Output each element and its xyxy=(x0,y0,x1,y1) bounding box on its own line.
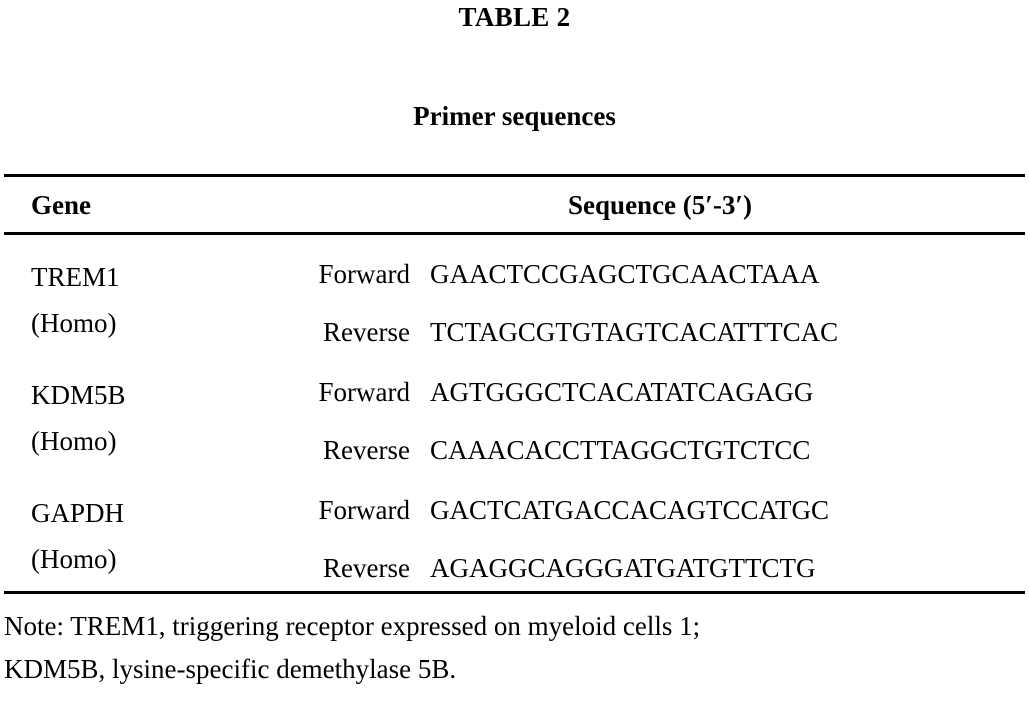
gene-organism: (Homo) xyxy=(31,544,117,574)
primer-sequence: AGAGGCAGGGATGATGTTCTG xyxy=(430,553,816,583)
table-caption: Primer sequences xyxy=(413,101,616,131)
primer-direction-label: Reverse xyxy=(323,317,410,347)
primer-direction-label: Forward xyxy=(318,495,410,525)
gene-symbol: GAPDH xyxy=(31,498,125,528)
gene-organism: (Homo) xyxy=(31,308,117,338)
column-header-gene: Gene xyxy=(31,190,91,220)
primer-row-reverse: Reverse AGAGGCAGGGATGATGTTCTG xyxy=(0,548,1029,594)
table-header-rule xyxy=(4,232,1025,235)
primer-direction-label: Reverse xyxy=(323,435,410,465)
gene-organism: (Homo) xyxy=(31,426,117,456)
primer-row-reverse: Reverse CAAACACCTTAGGCTGTCTCC xyxy=(0,430,1029,476)
primer-row-forward: Forward GAACTCCGAGCTGCAACTAAA xyxy=(0,254,1029,300)
primer-sequence: AGTGGGCTCACATATCAGAGG xyxy=(430,377,814,407)
table-row: TREM1 (Homo) Forward GAACTCCGAGCTGCAACTA… xyxy=(0,239,1029,357)
primer-row-forward: Forward GACTCATGACCACAGTCCATGC xyxy=(0,490,1029,536)
primer-direction-label: Forward xyxy=(318,259,410,289)
primer-sequence: TCTAGCGTGTAGTCACATTTCAC xyxy=(430,317,839,347)
gene-name-cell: GAPDH (Homo) xyxy=(31,490,124,582)
primer-direction-label: Reverse xyxy=(323,553,410,583)
primer-direction-label: Forward xyxy=(318,377,410,407)
table-note-line-2: KDM5B, lysine-specific demethylase 5B. xyxy=(4,654,457,684)
table-bottom-rule xyxy=(4,591,1025,594)
table-row: GAPDH (Homo) Forward GACTCATGACCACAGTCCA… xyxy=(0,475,1029,593)
primer-sequence: GACTCATGACCACAGTCCATGC xyxy=(430,495,830,525)
table-body: TREM1 (Homo) Forward GAACTCCGAGCTGCAACTA… xyxy=(0,239,1029,593)
primer-sequence: GAACTCCGAGCTGCAACTAAA xyxy=(430,259,820,289)
gene-symbol: KDM5B xyxy=(31,380,126,410)
table-row: KDM5B (Homo) Forward AGTGGGCTCACATATCAGA… xyxy=(0,357,1029,475)
gene-name-cell: TREM1 (Homo) xyxy=(31,254,120,346)
gene-symbol: TREM1 xyxy=(31,262,120,292)
primer-row-forward: Forward AGTGGGCTCACATATCAGAGG xyxy=(0,372,1029,418)
table-note-line-1: Note: TREM1, triggering receptor express… xyxy=(4,611,701,641)
table-top-rule xyxy=(4,174,1025,177)
primer-row-reverse: Reverse TCTAGCGTGTAGTCACATTTCAC xyxy=(0,312,1029,358)
column-header-sequence: Sequence (5′-3′) xyxy=(568,190,752,220)
gene-name-cell: KDM5B (Homo) xyxy=(31,372,126,464)
table-note: Note: TREM1, triggering receptor express… xyxy=(4,605,1025,691)
primer-sequence: CAAACACCTTAGGCTGTCTCC xyxy=(430,435,811,465)
table-label: TABLE 2 xyxy=(458,2,571,32)
